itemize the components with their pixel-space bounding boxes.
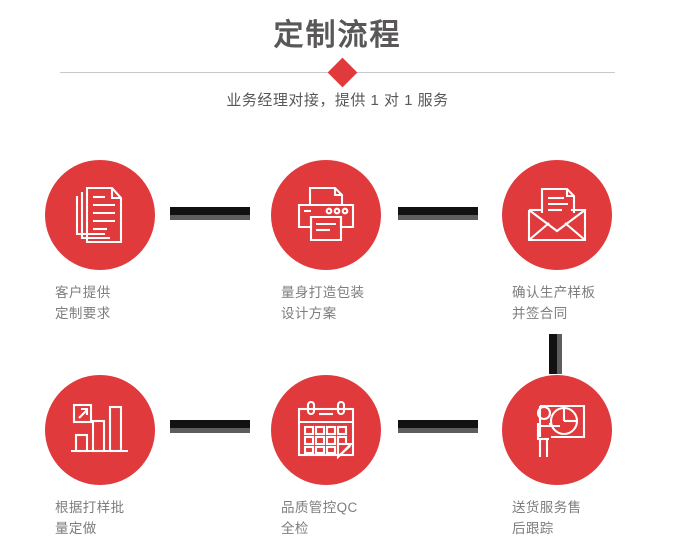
connector-shadow (170, 428, 250, 433)
connector-bar (170, 207, 250, 216)
step-5-circle[interactable] (271, 375, 381, 485)
step-3-label: 确认生产样板 并签合同 (512, 285, 596, 321)
step-6-label: 送货服务售 后跟踪 (512, 500, 582, 536)
step-1-circle[interactable] (45, 160, 155, 270)
connector-step4-to-step5 (170, 420, 250, 433)
step-4-circle[interactable] (45, 375, 155, 485)
calendar-icon (297, 401, 355, 459)
bar-chart-growth-icon (71, 403, 128, 453)
printer-icon (297, 186, 355, 242)
step-1-label: 客户提供 定制要求 (55, 285, 111, 321)
documents-stack-icon (75, 186, 123, 244)
envelope-letter-icon (527, 187, 587, 242)
connector-step2-to-step3 (398, 207, 478, 220)
page-subtitle: 业务经理对接，提供 1 对 1 服务 (226, 92, 449, 109)
connector-shadow (557, 334, 562, 374)
step-2-label: 量身打造包装 设计方案 (281, 285, 365, 321)
connector-bar (549, 334, 558, 374)
step-3-circle[interactable] (502, 160, 612, 270)
page-title: 定制流程 (273, 19, 402, 52)
diamond-marker-icon (327, 57, 358, 88)
header: 定制流程 业务经理对接，提供 1 对 1 服务 (0, 0, 675, 130)
connector-step1-to-step2 (170, 207, 250, 220)
connector-shadow (170, 215, 250, 220)
connector-bar (170, 420, 250, 429)
connector-bar (398, 207, 478, 216)
connector-bar (398, 420, 478, 429)
connector-step3-to-step6 (549, 334, 562, 374)
step-2-circle[interactable] (271, 160, 381, 270)
presentation-pie-chart-icon (536, 404, 586, 457)
connector-shadow (398, 215, 478, 220)
step-4-label: 根据打样批 量定做 (55, 500, 125, 536)
step-5-label: 品质管控QC 全检 (281, 500, 358, 536)
step-6-circle[interactable] (502, 375, 612, 485)
connector-shadow (398, 428, 478, 433)
connector-step5-to-step6 (398, 420, 478, 433)
